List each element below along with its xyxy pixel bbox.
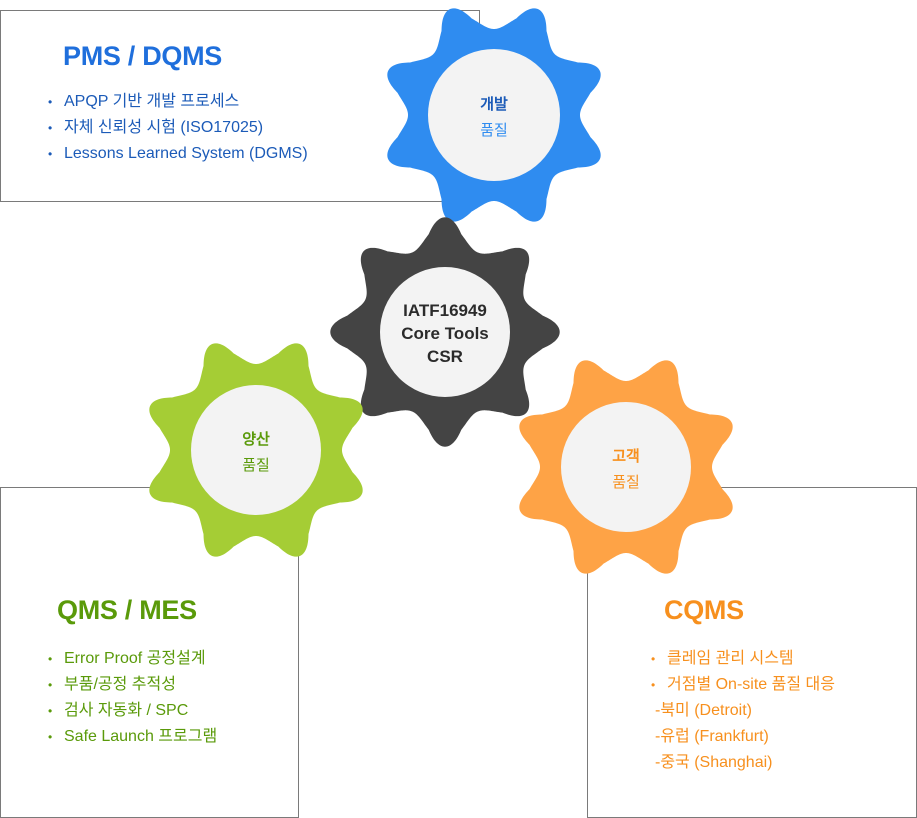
bullet-icon: • — [48, 652, 53, 666]
list-item-text: Safe Launch 프로그램 — [64, 728, 218, 745]
pms-dqms-list: • APQP 기반 개발 프로세스 • 자체 신뢰성 시험 (ISO17025) •… — [48, 89, 308, 167]
gear-development-quality: 개발 품질 — [387, 8, 601, 222]
qms-mes-title: QMS / MES — [57, 595, 197, 625]
gear-hub — [191, 385, 321, 515]
list-item-text: Error Proof 공정설계 — [64, 650, 206, 667]
list-item: • 거점별 On-site 품질 대응 — [651, 672, 835, 698]
sub-list-item-text: -중국 (Shanghai) — [655, 754, 773, 771]
list-item: • APQP 기반 개발 프로세스 — [48, 89, 308, 115]
gear-subtitle: 품질 — [242, 457, 270, 474]
gear-title: 고객 — [612, 447, 640, 465]
gear-subtitle: 품질 — [612, 474, 640, 491]
gear-core-line-1: IATF16949 — [403, 301, 487, 320]
gear-customer-quality: 고객 품질 — [519, 360, 733, 574]
pms-dqms-box: PMS / DQMS • APQP 기반 개발 프로세스 • 자체 신뢰성 시험 (… — [0, 10, 480, 202]
list-item-text: Lessons Learned System (DGMS) — [64, 145, 308, 162]
list-item: • Lessons Learned System (DGMS) — [48, 141, 308, 167]
sub-list-item: -북미 (Detroit) — [651, 698, 835, 724]
bullet-icon: • — [48, 95, 53, 109]
bullet-icon: • — [48, 121, 53, 135]
gear-hub — [428, 49, 560, 181]
list-item: • 자체 신뢰성 시험 (ISO17025) — [48, 115, 308, 141]
gear-core-line-3: CSR — [427, 347, 463, 366]
gear-core-line-2: Core Tools — [401, 324, 489, 343]
list-item-text: 클레임 관리 시스템 — [667, 650, 794, 667]
bullet-icon: • — [48, 678, 53, 692]
list-item: • 클레임 관리 시스템 — [651, 646, 835, 672]
gear-subtitle: 품질 — [480, 122, 508, 139]
gear-production-quality: 양산 품질 — [149, 343, 363, 557]
list-item-text: 거점별 On-site 품질 대응 — [667, 676, 835, 693]
sub-list-item: -중국 (Shanghai) — [651, 750, 835, 776]
gear-core-tools: IATF16949 Core Tools CSR — [330, 217, 560, 447]
sub-list-item: -유럽 (Frankfurt) — [651, 724, 835, 750]
list-item: • 부품/공정 추적성 — [48, 672, 217, 698]
qms-mes-list: • Error Proof 공정설계 • 부품/공정 추적성 • 검사 자동화 / S… — [48, 646, 217, 750]
gear-hub — [380, 267, 510, 397]
list-item: • Safe Launch 프로그램 — [48, 724, 217, 750]
list-item: • Error Proof 공정설계 — [48, 646, 217, 672]
list-item: • 검사 자동화 / SPC — [48, 698, 217, 724]
bullet-icon: • — [651, 652, 656, 666]
list-item-text: 검사 자동화 / SPC — [64, 702, 189, 719]
gear-title: 개발 — [480, 95, 508, 113]
bullet-icon: • — [651, 678, 656, 692]
bullet-icon: • — [48, 730, 53, 744]
pms-dqms-title: PMS / DQMS — [63, 41, 223, 71]
sub-list-item-text: -유럽 (Frankfurt) — [655, 728, 769, 745]
bullet-icon: • — [48, 147, 53, 161]
bullet-icon: • — [48, 704, 53, 718]
cqms-title: CQMS — [664, 595, 744, 625]
sub-list-item-text: -북미 (Detroit) — [655, 702, 752, 719]
qms-mes-box: QMS / MES • Error Proof 공정설계 • 부품/공정 추적성 •… — [0, 487, 299, 818]
gear-title: 양산 — [242, 431, 270, 448]
list-item-text: APQP 기반 개발 프로세스 — [64, 93, 240, 110]
gear-hub — [561, 402, 691, 532]
list-item-text: 자체 신뢰성 시험 (ISO17025) — [64, 119, 264, 136]
cqms-list: • 클레임 관리 시스템 • 거점별 On-site 품질 대응 -북미 (Detr… — [651, 646, 835, 776]
list-item-text: 부품/공정 추적성 — [64, 676, 176, 693]
